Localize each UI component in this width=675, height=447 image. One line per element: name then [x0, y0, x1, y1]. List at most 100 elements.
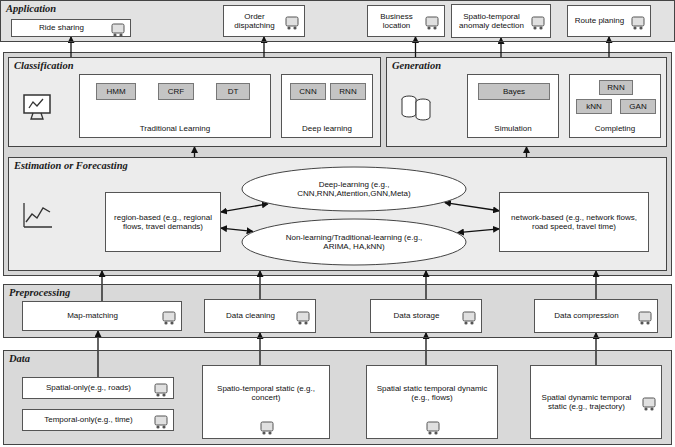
method-token: GAN	[620, 99, 656, 114]
chart-line	[26, 208, 50, 222]
pictogram-wheel	[113, 33, 116, 36]
pictogram-wheel	[434, 431, 437, 434]
node-label: Business location	[371, 12, 422, 30]
pictogram	[630, 14, 646, 30]
flow-arrow	[526, 147, 527, 157]
pictogram	[153, 413, 169, 429]
node-label: Spatio-temporal anomaly detection	[455, 12, 528, 30]
method-token: RNN	[330, 83, 366, 100]
node-label: network-based (e.g., network flows, road…	[503, 213, 645, 231]
node-label: Spatio-temporal static (e.g., concert)	[206, 384, 326, 402]
layer-title: Generation	[392, 60, 441, 72]
pictogram-wheel	[650, 407, 653, 410]
layer-panel: PreprocessingMap-matchingData cleaningDa…	[3, 284, 672, 338]
method-token: kNN	[576, 99, 612, 114]
pictogram-wheel	[298, 321, 301, 324]
pictogram-wheel	[427, 26, 430, 29]
pictogram-body	[261, 422, 273, 431]
layer-title: Estimation or Forecasting	[14, 160, 128, 172]
process-box: Spatial static temporal dynamic (e.g., f…	[366, 365, 498, 439]
pictogram	[424, 14, 440, 30]
method-token: CNN	[290, 83, 326, 100]
pictogram-wheel	[304, 321, 307, 324]
pictogram-wheel	[293, 26, 296, 29]
pictogram	[110, 21, 126, 37]
layer-title: Application	[6, 3, 56, 15]
node-label: Route planing	[575, 16, 624, 25]
method-token: RNN	[599, 80, 633, 95]
pictogram-wheel	[539, 26, 542, 29]
process-box: Data storage	[370, 299, 482, 333]
chart-axes	[24, 203, 52, 227]
pictogram-wheel	[639, 26, 642, 29]
flow-arrow	[70, 37, 71, 57]
process-box: Route planing	[567, 5, 651, 37]
panel-pictogram	[21, 92, 55, 122]
node-label: GAN	[629, 102, 646, 111]
node-label: Data cleaning	[226, 311, 275, 320]
pictogram-wheel	[162, 393, 165, 396]
pictogram-wheel	[533, 26, 536, 29]
node-label: RNN	[607, 83, 624, 92]
process-box: Business location	[367, 5, 445, 37]
pictogram-wheel	[470, 321, 473, 324]
method-token: CRF	[158, 83, 194, 100]
flow-arrow	[500, 38, 501, 57]
pictogram	[461, 309, 477, 325]
pictogram	[153, 381, 169, 397]
node-label: Non-learning/Traditional-learning (e.g.,…	[275, 233, 433, 251]
flow-arrow	[221, 228, 253, 231]
process-box: Ride sharing	[11, 19, 131, 37]
pictogram-wheel	[428, 431, 431, 434]
panel-pictogram	[399, 92, 433, 122]
monitor-graph	[29, 99, 43, 108]
panel-pictogram	[21, 200, 55, 230]
node-label: Deep-learning (e.g., CNN,RNN,Attention,G…	[275, 180, 433, 198]
flow-arrow	[101, 271, 102, 301]
flow-arrow	[445, 203, 499, 211]
layer-panel: ClassificationTraditional LearningHMMCRF…	[8, 57, 381, 147]
pictogram-wheel	[633, 26, 636, 29]
process-box: Data cleaning	[204, 299, 316, 333]
flow-arrow	[221, 204, 268, 212]
pictogram-body	[286, 17, 298, 26]
node-label: Order dispatching	[227, 12, 282, 30]
process-box: region-based (e.g., regional flows, trav…	[105, 192, 221, 252]
node-label: Ride sharing	[39, 23, 84, 32]
monitor	[24, 95, 50, 113]
pictogram	[295, 309, 311, 325]
node-label: region-based (e.g., regional flows, trav…	[109, 213, 217, 231]
process-box: Spatio-temporal anomaly detection	[451, 4, 551, 38]
database	[402, 99, 416, 117]
flow-arrow	[595, 271, 596, 299]
layer-panel: ApplicationRide sharing Order dispatching…	[0, 0, 675, 42]
process-box: Temporal-only(e.g., time)	[22, 409, 174, 431]
pictogram-wheel	[156, 393, 159, 396]
node-label: Map-matching	[67, 311, 118, 320]
method-group: Deep learning CNN RNN	[281, 74, 373, 138]
pictogram-body	[639, 312, 651, 321]
pictogram	[641, 395, 657, 411]
pictogram-wheel	[162, 425, 165, 428]
node-label: Temporal-only(e.g., time)	[44, 415, 132, 424]
pictogram-body	[163, 312, 175, 321]
ellipse-shape	[242, 219, 466, 265]
layer-title: Classification	[14, 60, 74, 72]
pictogram-wheel	[640, 321, 643, 324]
pictogram-body	[643, 398, 655, 407]
node-label: Spatial static temporal dynamic (e.g., f…	[370, 384, 494, 402]
method-group: SimulationBayes	[467, 74, 559, 138]
pictogram-wheel	[464, 321, 467, 324]
process-box: Spatial-only(e.g., roads)	[22, 377, 174, 399]
flow-arrow	[425, 271, 426, 299]
pictogram	[259, 419, 275, 435]
ellipse-shape	[242, 167, 466, 211]
layer-title: Data	[9, 353, 30, 365]
node-label: CNN	[299, 87, 316, 96]
method-group: CompletingRNNkNNGAN	[569, 74, 661, 138]
process-box: Spatial dynamic temporal static (e.g., t…	[530, 365, 662, 439]
node-label: Deep learning	[282, 124, 372, 133]
process-box: Order dispatching	[223, 5, 305, 37]
pictogram	[284, 14, 300, 30]
pictogram-body	[155, 384, 167, 393]
